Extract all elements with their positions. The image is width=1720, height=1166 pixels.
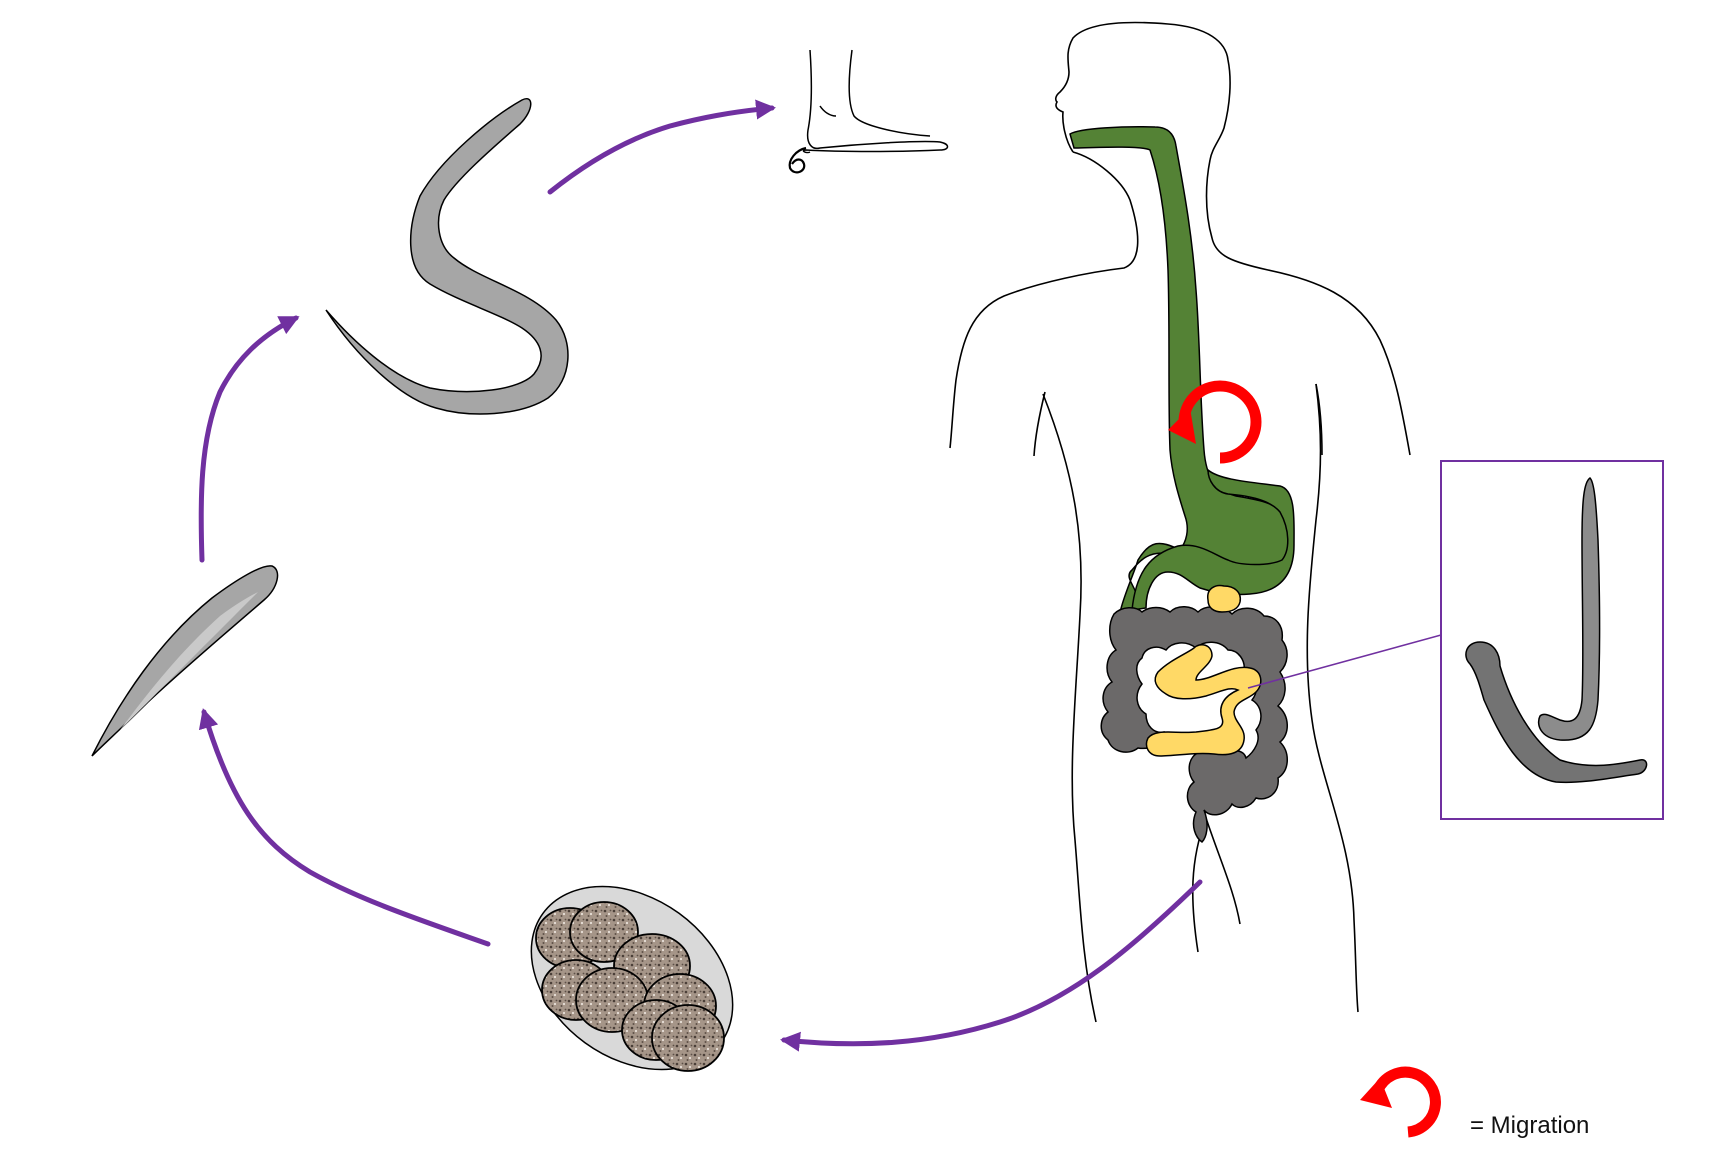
foot-outline: [802, 49, 949, 154]
arrow-filariform-to-foot: [547, 99, 776, 195]
filariform-larva-icon: [325, 97, 569, 415]
stomach-lower: [1131, 468, 1295, 611]
arrow-eggs-to-rhabditiform: [198, 708, 491, 947]
egg-cells: [535, 901, 725, 1072]
cycle-arrows: [198, 99, 1203, 1052]
esophagus-stomach: [1069, 126, 1291, 630]
large-intestine: [1100, 606, 1288, 843]
adult-worm-male: [1537, 477, 1601, 741]
foot-penetration-icon: [788, 49, 949, 174]
rhabditiform-larva-icon: [91, 565, 279, 757]
arm-right-outline: [1315, 383, 1323, 456]
small-intestine: [1145, 643, 1262, 757]
foot-ankle-mark: [819, 105, 837, 117]
legend-label: = Migration: [1470, 1112, 1590, 1139]
torso-right-outline: [1306, 383, 1359, 1013]
head-and-shoulders-outline: [1054, 21, 1411, 456]
torso-left-side: [1042, 393, 1097, 1023]
larva-on-foot: [788, 146, 807, 174]
egg-cluster-icon: [530, 885, 734, 1072]
adult-worm-inset-icon: [1247, 460, 1664, 820]
duodenum-knob: [1207, 584, 1242, 613]
human-body-icon: [949, 21, 1411, 1023]
neck-left-outline: [949, 151, 1139, 449]
migration-circular-arrow-icon: [1360, 1066, 1441, 1138]
arrow-body-to-eggs: [780, 879, 1203, 1052]
inset-connector-line: [1247, 634, 1442, 689]
adult-worm-female: [1465, 641, 1648, 784]
torso-left-outline: [1033, 391, 1046, 457]
arrow-rhabditiform-to-filariform: [198, 315, 300, 563]
body-migration-arrow-icon: [1168, 380, 1262, 464]
